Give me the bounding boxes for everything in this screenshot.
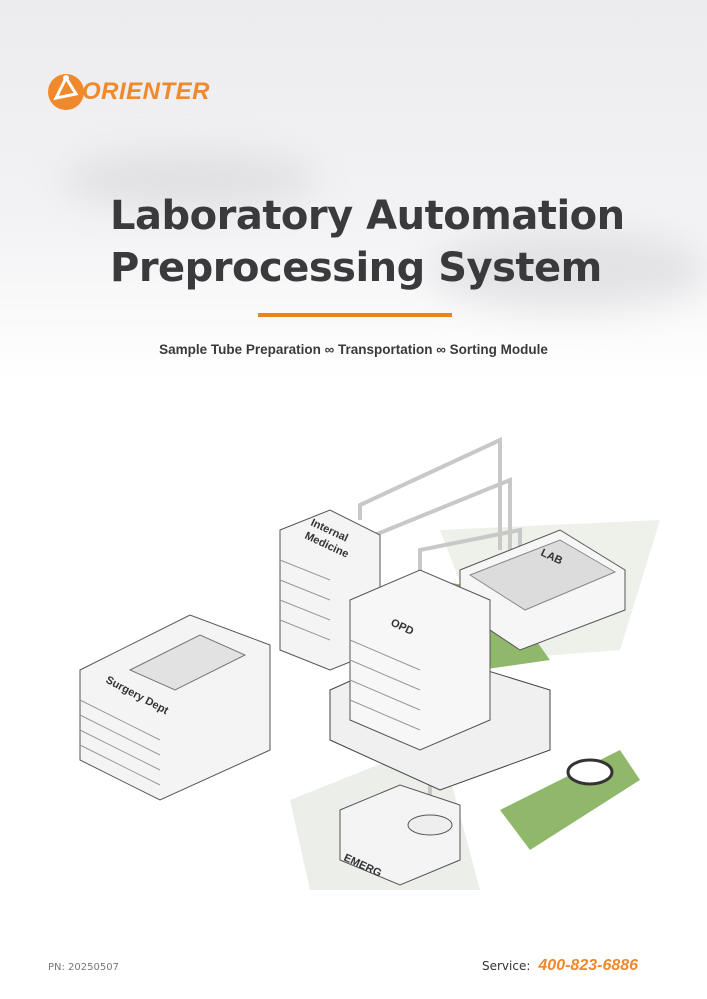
hospital-illustration: Internal Medicine LAB OPD Surgery Dept E… xyxy=(79,436,660,890)
orienter-logo-icon xyxy=(48,74,84,110)
mist-decoration xyxy=(60,150,320,210)
service-contact: Service: 400-823-6886 xyxy=(482,957,638,975)
title-line-1: Laboratory Automation xyxy=(110,193,625,239)
service-phone: 400-823-6886 xyxy=(538,957,639,974)
part-number: PN: 20250507 xyxy=(48,962,119,973)
brand-name: ORIENTER xyxy=(82,78,211,105)
helipad-icon xyxy=(566,758,614,786)
accent-divider xyxy=(258,313,452,317)
mist-decoration xyxy=(430,230,707,310)
brand-logo: ORIENTER xyxy=(46,72,210,112)
service-label: Service: xyxy=(482,959,531,973)
page-title: Laboratory Automation Preprocessing Syst… xyxy=(110,190,625,294)
title-line-2: Preprocessing System xyxy=(110,245,602,291)
subtitle: Sample Tube Preparation ∞ Transportation… xyxy=(159,342,548,357)
